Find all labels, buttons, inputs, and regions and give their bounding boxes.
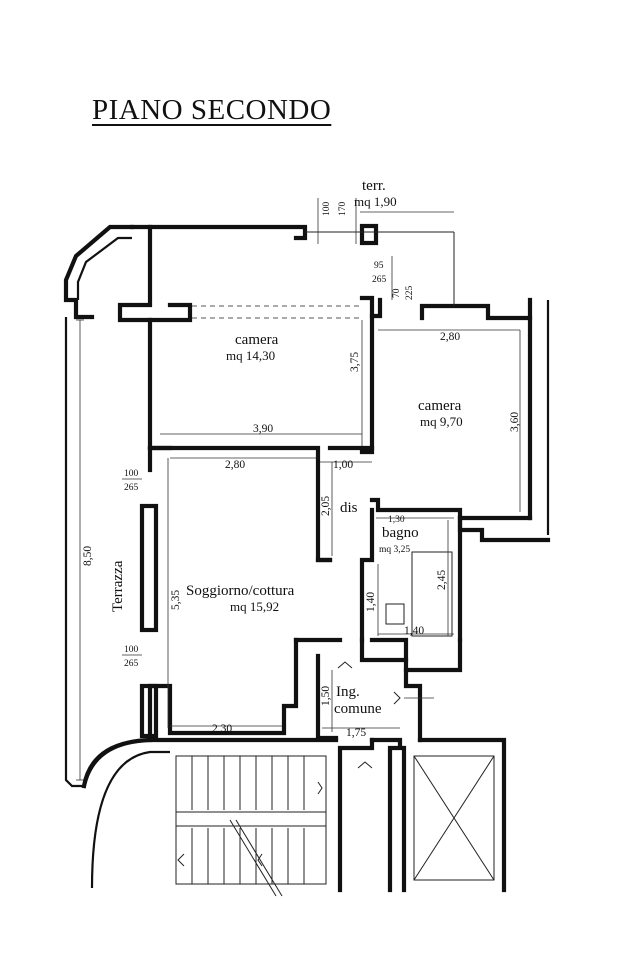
projection-lines [192,231,455,637]
wall-soggiorno-west-window [139,503,159,633]
door-swing-icon-stair [357,761,373,769]
wall-stair-right [337,737,375,893]
wall-left-camera1 [117,224,193,323]
wall-bagno-west [359,507,375,643]
dim-205: 2,05 [320,496,332,516]
dim-360: 3,60 [509,412,521,432]
stair-landing-rail [175,811,327,827]
camera2-label: camera [418,398,462,414]
dis-label: dis [340,500,358,516]
dim-175: 1,75 [346,727,366,739]
dim-280-camera2: 2,80 [440,331,460,343]
dim-225: 225 [405,286,415,301]
stair-arrow-mid-icon [257,853,263,867]
window-dim-100-b: 100 [124,645,139,655]
dim-245: 2,45 [436,570,448,590]
stair-treads-upper [191,756,305,810]
walls [63,223,551,893]
wall-elevator [417,737,507,893]
wall-camera2-bottom [369,497,533,521]
elevator [413,755,495,881]
ingresso-label-line2: comune [334,701,382,717]
dimension-labels: 100 170 95 265 70 225 2,80 3,75 3,90 3,6… [82,202,521,740]
dim-375: 3,75 [349,352,361,372]
door-markers [337,661,434,769]
wall-step-east [457,515,551,543]
dim-390: 3,90 [253,423,273,435]
camera1-area: mq 14,30 [226,348,275,363]
window-dim-265-b: 265 [124,659,139,669]
terr-label: terr. [362,178,386,194]
wall-soggiorno-west-bottom [139,683,159,739]
pillar-terr [359,223,379,246]
stair-cut-line-a [229,819,277,897]
bagno-fixture-wc [385,603,405,625]
camera1-label: camera [235,332,279,348]
dim-230: 2,30 [212,723,232,735]
wall-camera1-east [359,313,375,455]
wall-ingresso-east [403,667,423,743]
dim-140-horiz: 1,40 [404,625,424,637]
elevator-car [413,755,495,881]
parapet-terrazza [64,317,84,788]
window-dim-100-a: 100 [124,469,139,479]
dim-95: 95 [374,261,384,271]
wall-bagno-bottom-left [359,637,409,663]
stair-arrow-down-icon [177,853,185,867]
dim-150: 1,50 [320,686,332,706]
soggiorno-area: mq 15,92 [230,599,279,614]
wall-bagno-bottom [369,637,463,673]
dimension-lines [76,198,521,781]
stair-treads-lower [191,828,305,884]
wall-camera1-camera2 [359,295,383,319]
dim-140-vert: 1,40 [365,592,377,612]
dim-70: 70 [392,288,402,298]
terr-area: mq 1,90 [354,194,397,209]
ingresso-label-line1: Ing. [336,684,360,700]
soggiorno-label: Soggiorno/cottura [186,583,295,599]
wall-bay-left [63,224,135,320]
wall-left-camera1-lower [147,317,173,451]
dim-100-dis: 1,00 [333,459,353,471]
stair-arrow-up-icon [317,781,323,795]
wall-stair-curved [81,737,403,893]
door-swing-icon-ingresso-right [393,691,401,705]
dim-535: 5,35 [170,590,182,610]
room-labels: terr. mq 1,90 camera mq 14,30 camera mq … [110,178,463,717]
dim-280-soggiorno: 2,80 [225,459,245,471]
plan-title: PIANO SECONDO [92,94,332,126]
wall-camera2-top [419,297,533,321]
dim-130: 1,30 [388,515,405,525]
dim-100-top: 100 [322,202,332,217]
wall-bay-inner [76,236,132,300]
bagno-area: mq 3,25 [379,545,410,555]
door-swing-icon-ingresso-top [337,661,353,669]
dim-850: 8,50 [82,546,94,566]
wall-top-camera1 [129,224,308,241]
wall-stair-curved-inner [90,750,170,889]
window-dim-265-a: 265 [124,483,139,493]
dim-265-top: 265 [372,275,387,285]
elevator-cross-b [413,755,495,881]
bagno-fixture-shower [411,551,453,637]
stairs [175,755,327,897]
camera2-area: mq 9,70 [420,414,463,429]
dim-170-top: 170 [338,202,348,217]
terrazza-label: Terrazza [110,560,126,612]
bagno-label: bagno [382,525,419,541]
